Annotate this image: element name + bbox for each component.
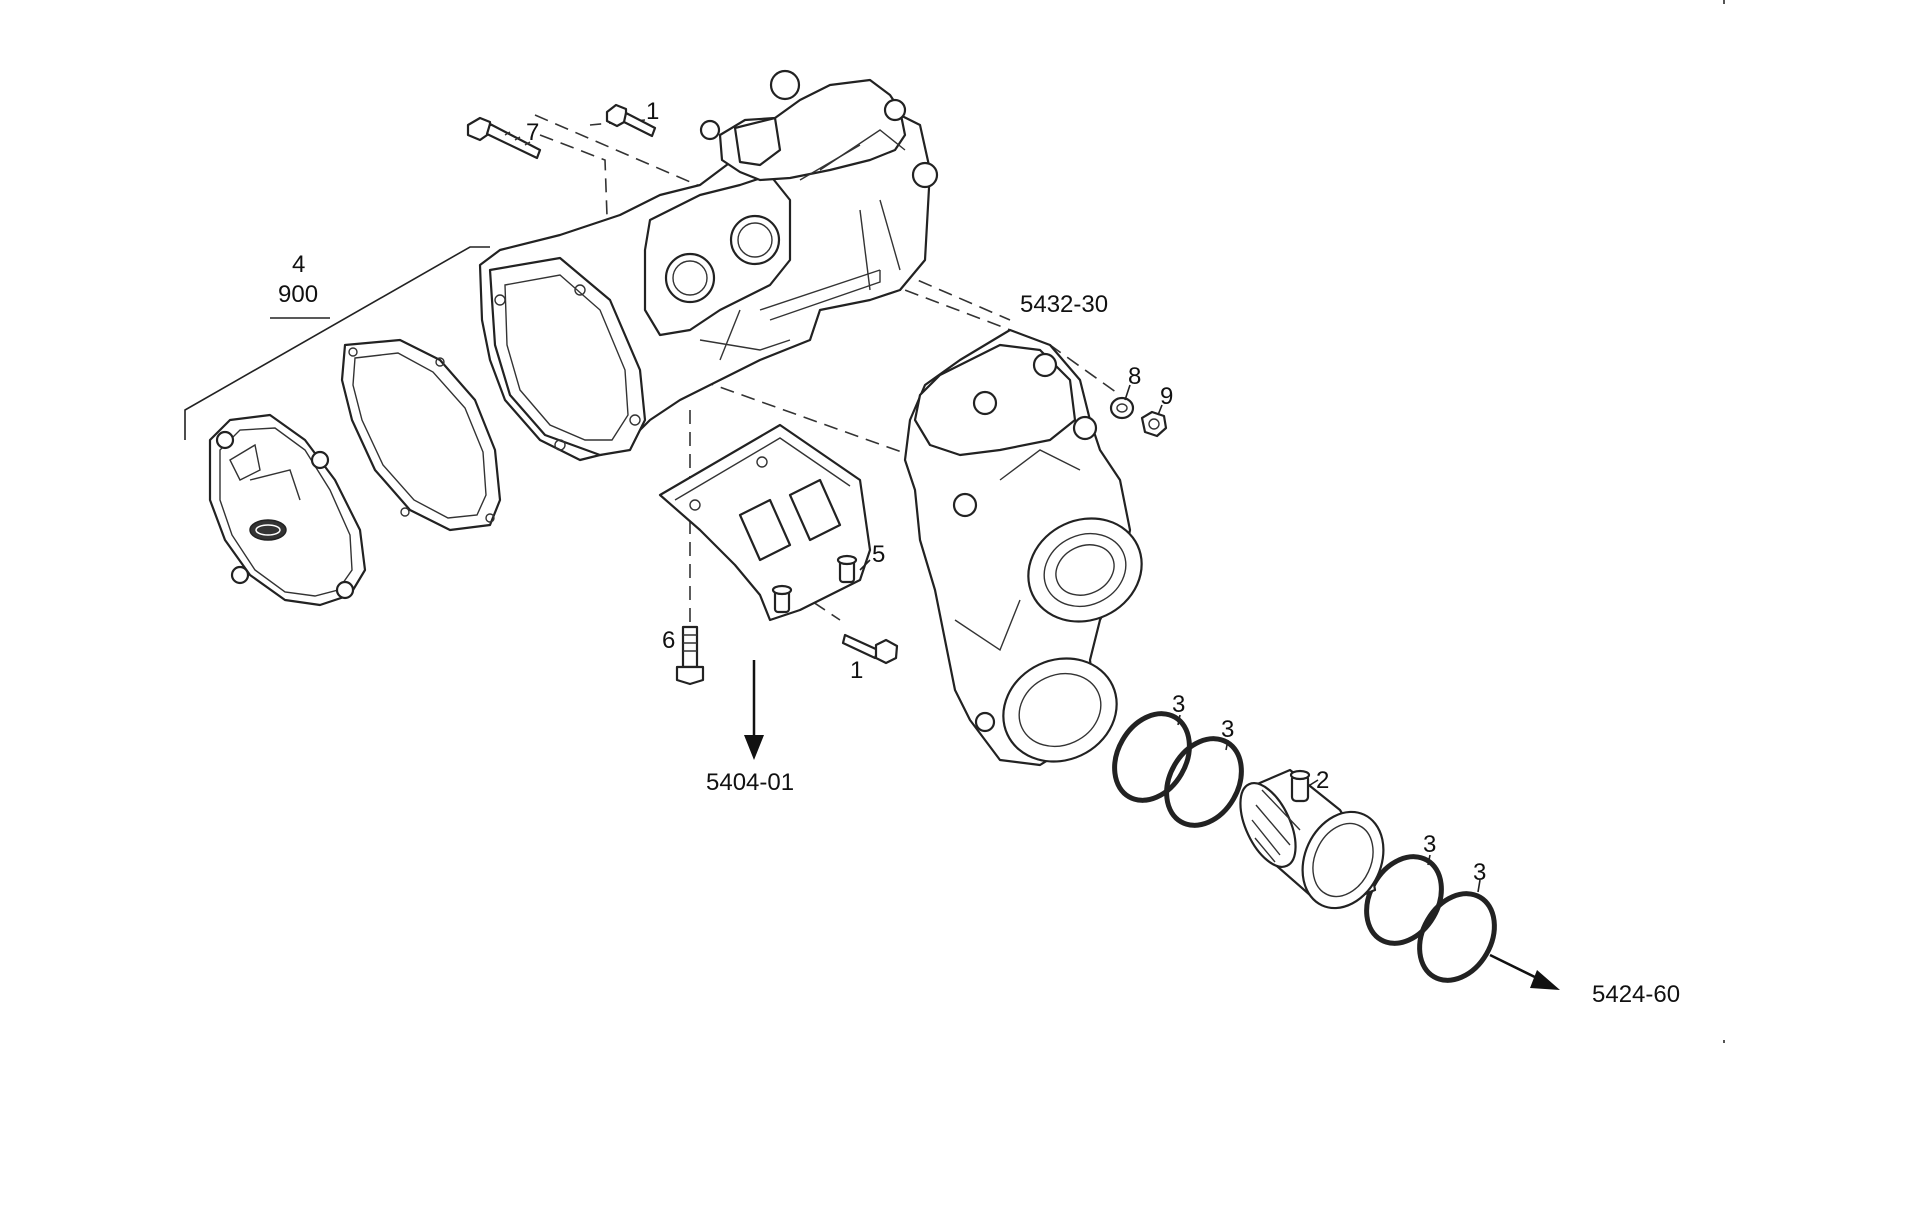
label-sleeve: 2 (1316, 767, 1329, 794)
label-ref-5424-60: 5424-60 (1592, 981, 1680, 1008)
label-ring-c: 3 (1423, 831, 1436, 858)
label-ring-a: 3 (1172, 691, 1185, 718)
bolt-top-1 (605, 103, 657, 138)
group-leader (184, 246, 490, 440)
label-group-numerator: 4 (292, 251, 305, 278)
seal-ring-a (1112, 711, 1192, 803)
seal-ring-b (1164, 736, 1244, 828)
arrow-right-5424 (1489, 953, 1560, 990)
sleeve-2 (1239, 768, 1385, 910)
label-washer: 8 (1128, 363, 1141, 390)
label-bolt-bottom: 6 (662, 627, 675, 654)
arrow-down-5404 (744, 660, 764, 760)
bracket-plate (658, 423, 872, 622)
bolt-long-7 (466, 116, 542, 160)
corner-mark-bottom (1723, 1040, 1725, 1043)
seal-ring-d (1417, 891, 1497, 983)
label-bolt-long: 7 (526, 119, 539, 146)
label-nut: 9 (1160, 383, 1173, 410)
elbow-pipe (903, 328, 1143, 767)
end-cover (208, 413, 367, 607)
washer-8 (1109, 396, 1135, 420)
main-housing (478, 69, 939, 462)
bolt-bracket-1 (841, 633, 899, 665)
label-ring-b: 3 (1221, 716, 1234, 743)
label-group-denominator: 900 (278, 281, 318, 308)
label-leaders (859, 384, 1481, 893)
label-ref-5432-30: 5432-30 (1020, 291, 1108, 318)
label-bolt-bracket: 1 (850, 657, 863, 684)
corner-mark-top (1723, 0, 1725, 4)
label-ref-5404-01: 5404-01 (706, 769, 794, 796)
bolt-bottom-6 (675, 625, 705, 686)
label-ring-d: 3 (1473, 859, 1486, 886)
nut-9 (1140, 410, 1168, 438)
gasket (340, 338, 502, 532)
label-bolt-top: 1 (646, 98, 659, 125)
label-bracket: 5 (872, 541, 885, 568)
